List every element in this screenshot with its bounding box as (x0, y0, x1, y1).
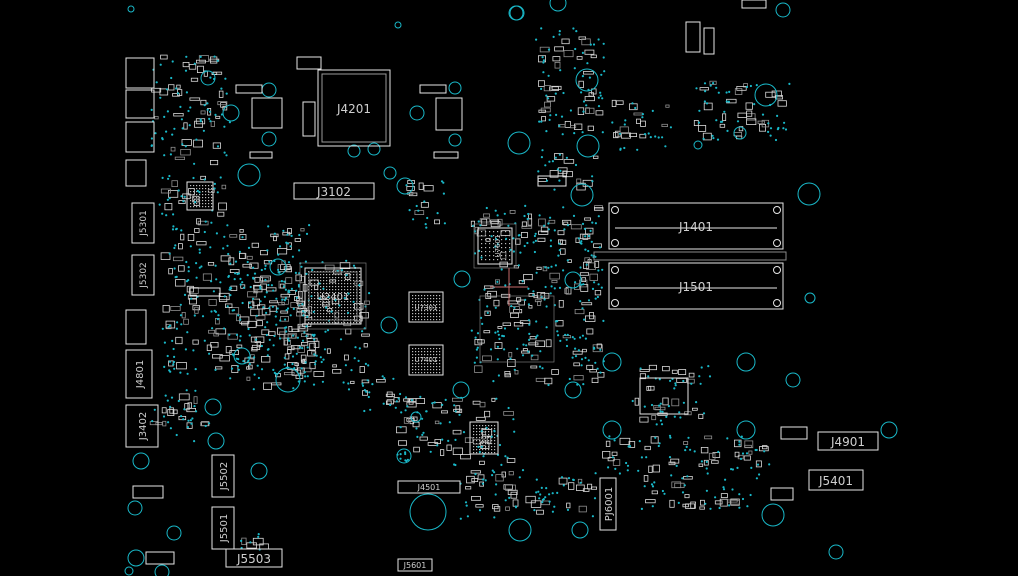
label-j5501: J5501 (219, 514, 230, 543)
label-j1401: J1401 (678, 220, 713, 234)
chip-u7401[interactable] (408, 344, 444, 376)
component-clutter-layer (149, 36, 787, 550)
connector-j4501[interactable] (397, 480, 461, 494)
connector-j4201[interactable] (296, 56, 391, 147)
label-j5302: J5302 (139, 262, 149, 289)
connector-j1401[interactable] (608, 202, 784, 250)
via-layer (124, 0, 898, 576)
label-j3102: J3102 (316, 185, 351, 199)
label-j1501: J1501 (678, 280, 713, 294)
label-j5503: J5503 (236, 552, 271, 566)
label-u2401: U2401 (317, 292, 350, 303)
label-j5502: J5502 (219, 462, 230, 491)
chip-u7301[interactable] (408, 291, 444, 323)
chip-u2401[interactable] (304, 267, 362, 325)
chip-u3001[interactable] (469, 421, 499, 455)
label-j3402: J3402 (138, 412, 149, 441)
label-pj6001: PJ6001 (604, 487, 615, 521)
label-u7601: U7601 (494, 235, 502, 258)
connector-pj6001[interactable] (599, 477, 617, 531)
connector-j5301[interactable] (131, 202, 155, 244)
label-j4501: J4501 (417, 483, 441, 492)
connector-j4901[interactable] (817, 431, 879, 451)
label-j4201: J4201 (336, 102, 371, 116)
connector-j5503[interactable] (225, 548, 283, 568)
label-u3001: U3001 (480, 427, 488, 450)
connector-j5501[interactable] (211, 506, 235, 550)
label-u7301: U7301 (415, 304, 438, 312)
label-j5601: J5601 (403, 561, 427, 570)
connector-j3102[interactable] (293, 182, 375, 200)
connector-j4801[interactable] (125, 349, 153, 399)
connector-j5601[interactable] (397, 558, 433, 572)
connector-j5502[interactable] (211, 454, 235, 498)
connector-j3402[interactable] (125, 404, 159, 448)
label-j5301: J5301 (139, 210, 149, 237)
label-j4801: J4801 (135, 360, 146, 389)
connector-j5401[interactable] (808, 469, 864, 491)
cursor-crosshair (490, 268, 528, 306)
connector-j1501[interactable] (608, 262, 784, 310)
label-j4901: J4901 (830, 435, 865, 449)
label-j5401: J5401 (818, 474, 853, 488)
label-u7401: U7401 (415, 356, 438, 364)
connector-j5302[interactable] (131, 254, 155, 296)
chip-u7601[interactable] (477, 227, 513, 265)
